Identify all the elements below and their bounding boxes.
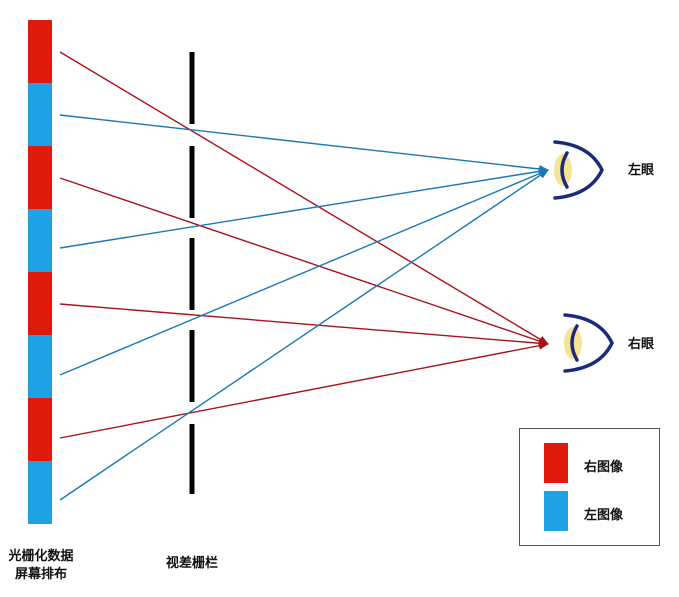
legend-swatch-left-image xyxy=(544,491,568,531)
screen-layout-label: 光栅化数据 屏幕排布 xyxy=(0,548,82,584)
screen-strip-left xyxy=(28,209,52,272)
left-image-ray xyxy=(59,114,549,173)
right-eye-label: 右眼 xyxy=(628,337,655,352)
screen-strip-left xyxy=(28,461,52,524)
right-image-ray xyxy=(59,303,549,348)
screen-strip-left xyxy=(28,83,52,146)
left-image-ray xyxy=(59,169,549,501)
screen-label-line2: 屏幕排布 xyxy=(14,567,67,582)
legend: 右图像 左图像 xyxy=(519,428,660,546)
right-image-ray xyxy=(59,51,549,345)
right-image-ray xyxy=(59,341,549,439)
legend-label-right-image: 右图像 xyxy=(584,460,624,475)
left-image-ray xyxy=(59,169,549,376)
screen-strip-left xyxy=(28,335,52,398)
left-image-ray xyxy=(59,167,549,249)
right-eye-icon xyxy=(563,313,614,373)
screen-strip-right xyxy=(28,146,52,209)
screen-strip-column xyxy=(28,20,52,524)
left-eye-icon xyxy=(553,140,604,200)
screen-label-line1: 光栅化数据 xyxy=(8,549,74,564)
screen-strip-right xyxy=(28,272,52,335)
barrier-label: 视差栅栏 xyxy=(165,556,218,571)
light-rays xyxy=(59,51,549,501)
right-image-ray xyxy=(59,177,549,345)
legend-label-left-image: 左图像 xyxy=(584,508,624,523)
left-eye-label: 左眼 xyxy=(628,163,655,178)
screen-strip-right xyxy=(28,20,52,83)
screen-strip-right xyxy=(28,398,52,461)
legend-swatch-right-image xyxy=(544,443,568,483)
